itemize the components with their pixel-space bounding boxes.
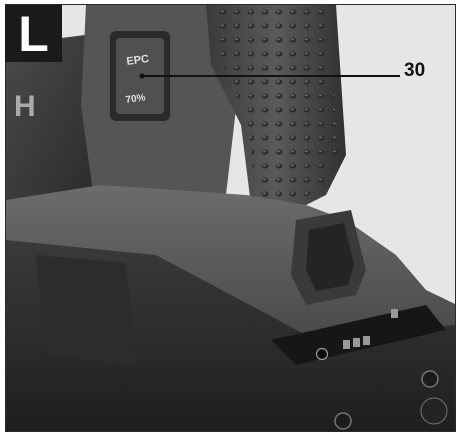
- callout-number: 30: [404, 60, 426, 81]
- indicator-button-icon: [315, 347, 329, 361]
- panel-label-badge: L: [5, 5, 62, 62]
- vent-icon: [420, 397, 448, 425]
- motor-housing-left: [6, 33, 101, 210]
- figure-frame: H EPC 70%: [5, 4, 456, 432]
- sticker-top-text: EPC: [126, 53, 150, 68]
- led-1-icon: [343, 340, 350, 349]
- led-2-icon: [353, 338, 360, 347]
- sticker-bottom-text: 70%: [125, 92, 146, 106]
- brand-fragment-text: H: [14, 90, 36, 123]
- handle-texture: [218, 5, 338, 205]
- screw-front-icon: [334, 412, 352, 430]
- trigger-button: [306, 223, 354, 291]
- status-led-icon: [391, 309, 398, 318]
- screw-side-icon: [421, 370, 439, 388]
- power-tool-illustration: H EPC 70%: [6, 5, 455, 431]
- battery-ribs: [36, 255, 136, 365]
- callout-anchor-dot: [139, 73, 145, 79]
- led-3-icon: [363, 336, 370, 345]
- charge-indicator-panel: [271, 305, 446, 365]
